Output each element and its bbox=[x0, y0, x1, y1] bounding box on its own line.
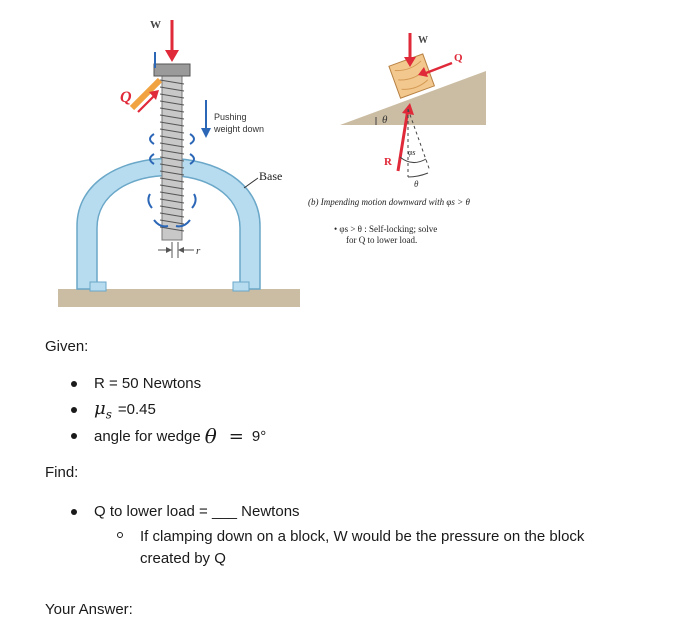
find-q-text: Q to lower load = ___ Newtons bbox=[94, 503, 300, 520]
q-arrow-head bbox=[149, 90, 159, 100]
bullet bbox=[71, 380, 77, 387]
rotation-marks bbox=[147, 133, 197, 228]
theta-symbol: θ bbox=[204, 424, 217, 448]
screw-threads bbox=[159, 79, 185, 232]
r-label-right: R bbox=[384, 156, 393, 168]
bullet bbox=[71, 406, 77, 413]
base-foot-left bbox=[89, 281, 107, 292]
incline bbox=[340, 71, 486, 125]
find-sub-item: If clamping down on a block, W would be … bbox=[117, 526, 584, 570]
q-arrow-right bbox=[425, 61, 453, 75]
block bbox=[388, 53, 436, 99]
r-arrow bbox=[396, 108, 410, 172]
wedge-caption: (b) Impending motion downward with φs > … bbox=[308, 197, 470, 207]
equals-sign: = bbox=[228, 425, 244, 447]
theta-label-incline: θ bbox=[382, 114, 388, 126]
w-label: W bbox=[150, 19, 161, 31]
screw-head bbox=[153, 63, 191, 77]
mu-value: =0.45 bbox=[117, 401, 156, 419]
bullet bbox=[71, 508, 77, 515]
w-arrow-right-head bbox=[404, 57, 416, 67]
w-arrow-head bbox=[165, 50, 179, 62]
phi-arc bbox=[399, 156, 427, 163]
wedge-figure: W Q θ R φs θ (b) Impending motion downwa… bbox=[308, 33, 486, 245]
q-arrow bbox=[137, 95, 155, 113]
r-label: r bbox=[196, 245, 201, 257]
base-arch bbox=[76, 157, 261, 290]
w-label-right: W bbox=[418, 35, 428, 46]
r-dimension bbox=[158, 242, 194, 258]
angle-text: angle for wedge bbox=[94, 427, 201, 445]
q-handle bbox=[129, 77, 163, 111]
given-r-item: R = 50 Newtons bbox=[71, 375, 201, 392]
find-sub-text: If clamping down on a block, W would be … bbox=[140, 528, 585, 567]
theta-label-bottom: θ bbox=[414, 179, 419, 189]
q-label: Q bbox=[120, 89, 132, 106]
q-arrow-right-head bbox=[418, 67, 428, 77]
normal-dashed bbox=[407, 108, 431, 172]
wedge-note-line1: • φs > θ : Self-locking; solve bbox=[334, 224, 437, 234]
base-leader bbox=[243, 177, 259, 189]
theta-arc bbox=[407, 172, 429, 178]
r-arrow-left bbox=[166, 247, 172, 253]
base-foot-right bbox=[232, 281, 250, 292]
mu-symbol: μs bbox=[94, 398, 112, 422]
given-mu-item: μs =0.45 bbox=[71, 398, 156, 422]
base-label: Base bbox=[259, 169, 282, 183]
phi-label: φs bbox=[408, 148, 416, 157]
given-r-text: R = 50 Newtons bbox=[94, 375, 202, 392]
wedge-note-line2: for Q to lower load. bbox=[346, 235, 417, 245]
given-heading: Given: bbox=[45, 338, 89, 355]
bullet bbox=[71, 433, 77, 439]
your-answer-label: Your Answer: bbox=[45, 601, 133, 618]
hollow-bullet bbox=[117, 532, 123, 538]
find-heading: Find: bbox=[45, 464, 79, 481]
pushing-arrow-head bbox=[201, 128, 211, 138]
find-q-item: Q to lower load = ___ Newtons bbox=[71, 503, 300, 520]
q-label-right: Q bbox=[454, 52, 463, 64]
given-angle-item: angle for wedge θ = 9° bbox=[71, 424, 266, 448]
r-arrow-right bbox=[178, 247, 184, 253]
ground bbox=[58, 289, 300, 307]
angle-value: 9° bbox=[251, 427, 267, 445]
